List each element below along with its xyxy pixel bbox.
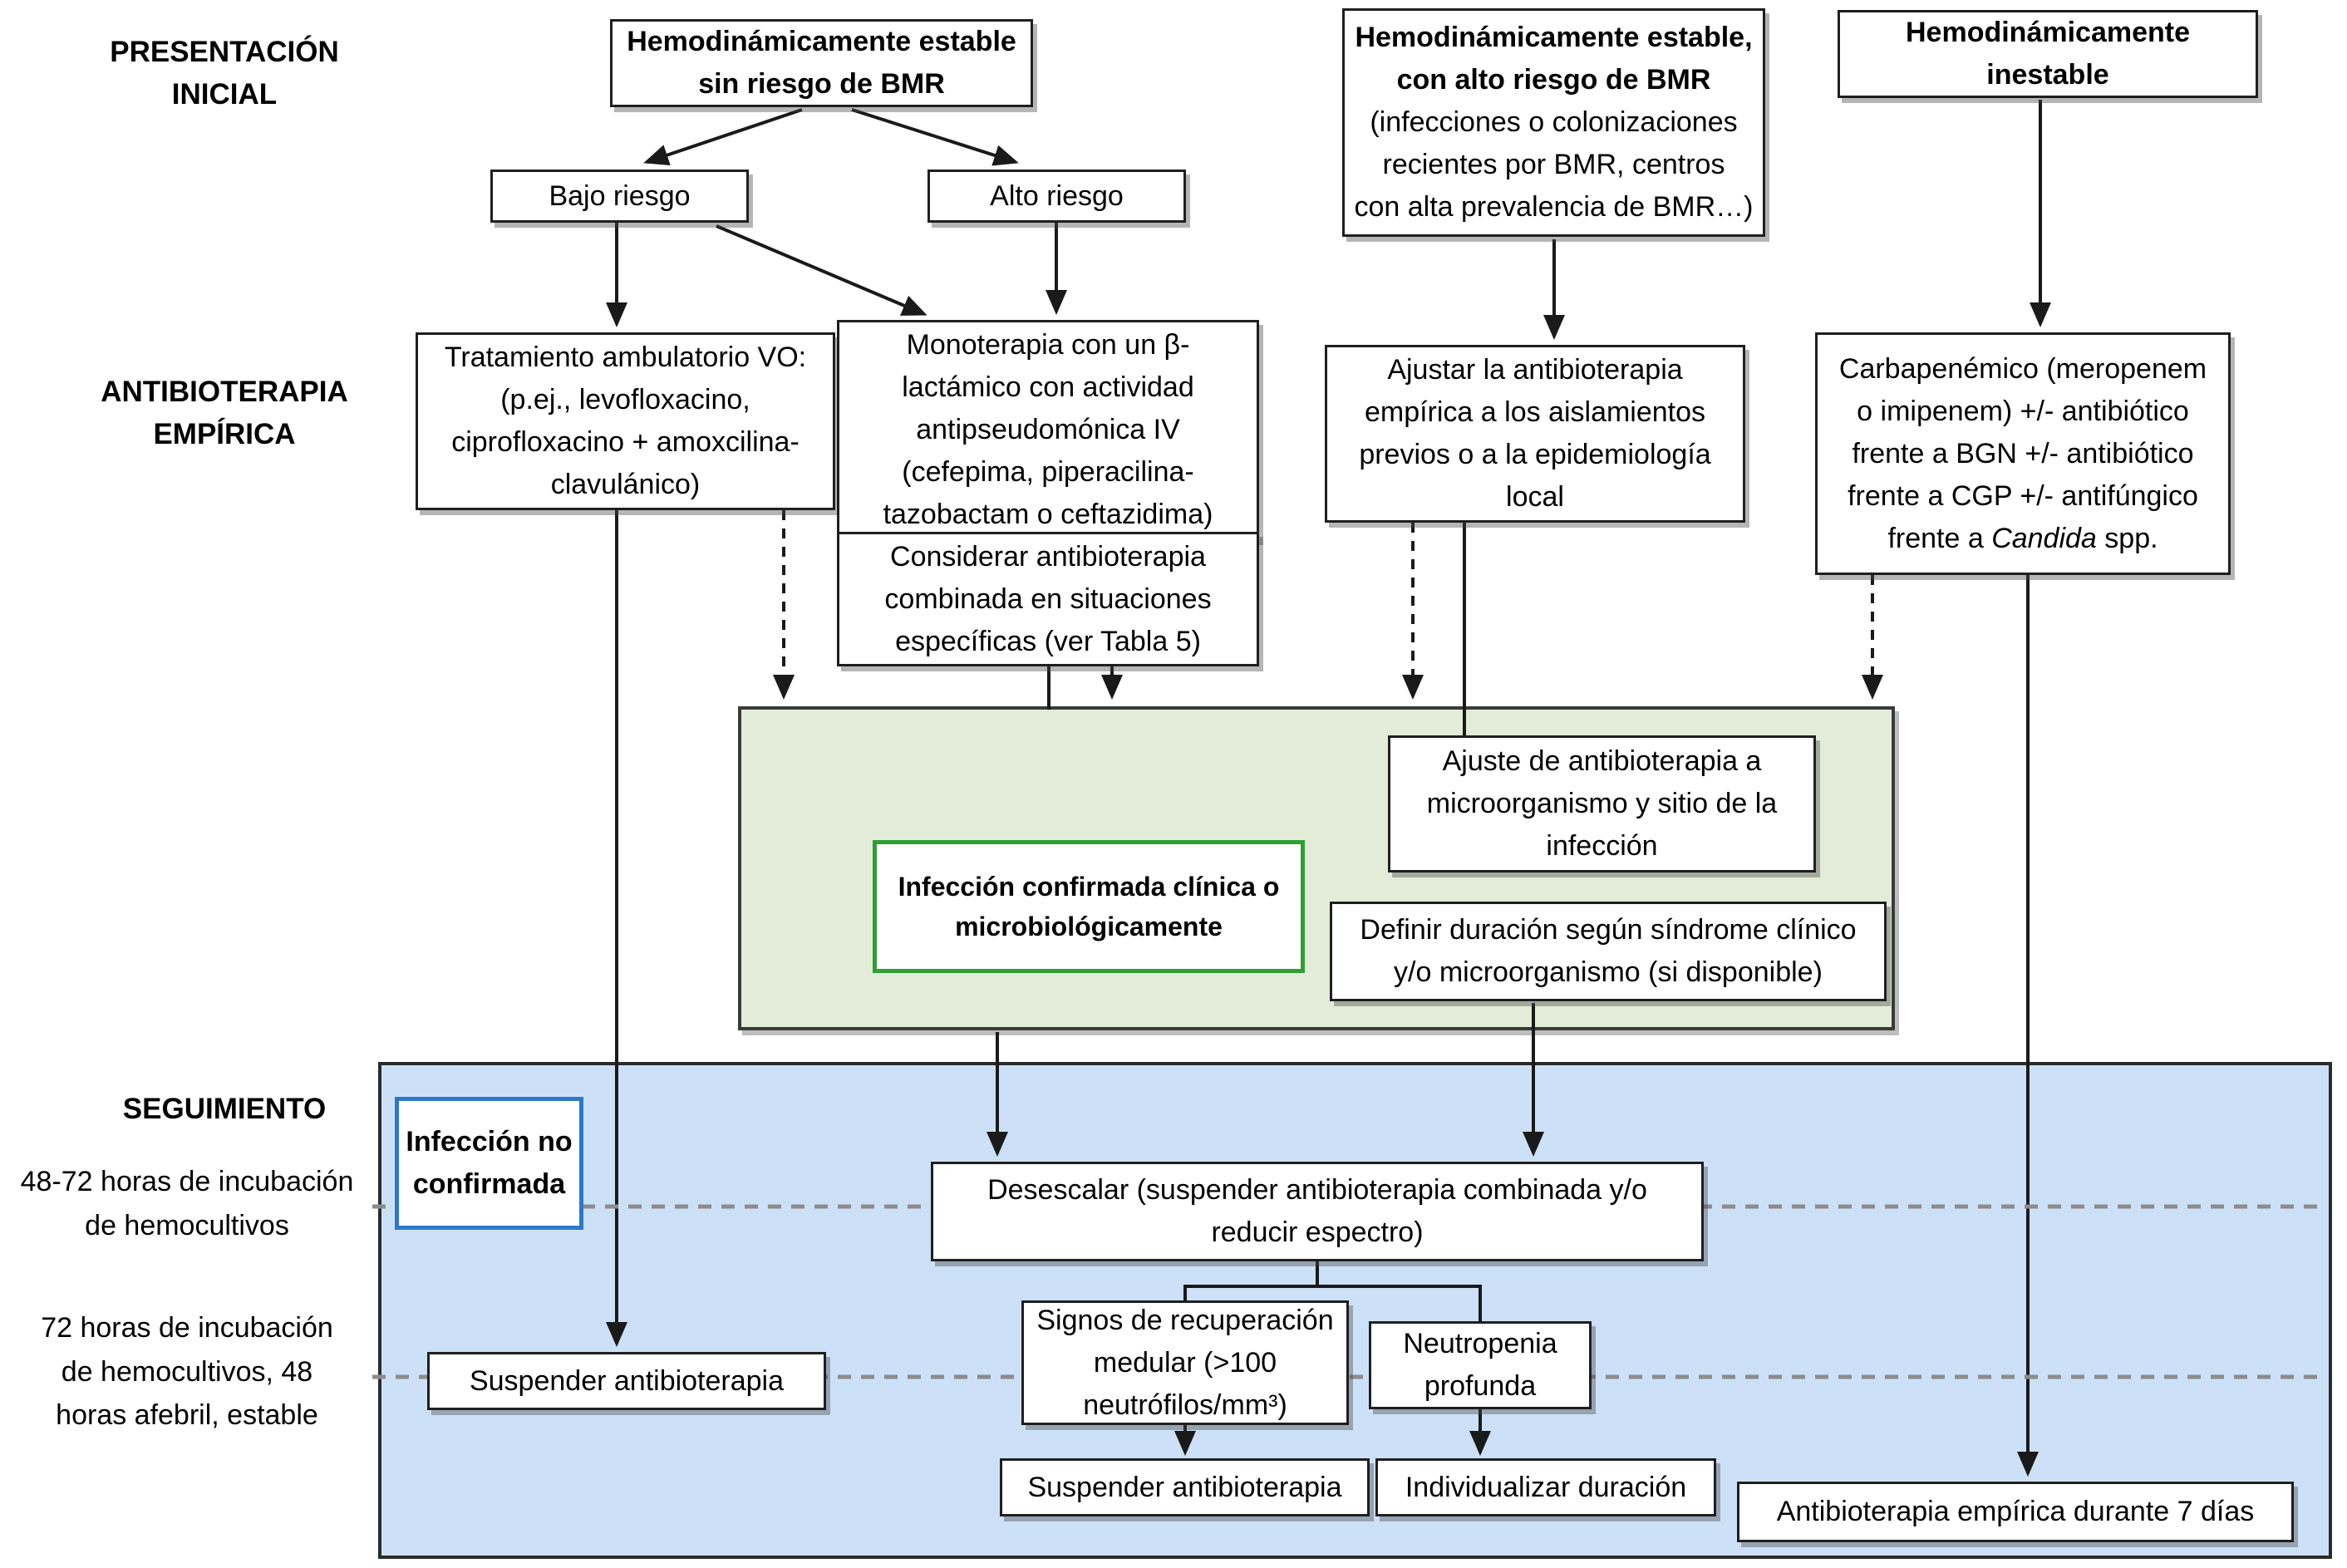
box-infeccion-no-confirmada: Infección no confirmada <box>395 1097 583 1230</box>
carbapenemico-suffix: spp. <box>2096 522 2158 554</box>
box-bajo-riesgo: Bajo riesgo <box>490 170 749 223</box>
arrow-estable-to-alto <box>851 108 1019 166</box>
box-estable-sin-riesgo-bmr: Hemodinámicamente estable sin riesgo de … <box>610 19 1033 107</box>
box-monoterapia-betalactamico: Monoterapia con un β- lactámico con acti… <box>837 320 1259 540</box>
box-estable-alto-riesgo-bmr: Hemodinámicamente estable, con alto ries… <box>1342 8 1765 237</box>
box-estable-alto-riesgo-title: Hemodinámicamente estable, con alto ries… <box>1355 22 1753 96</box>
box-hemodinamicamente-inestable: Hemodinámicamente inestable <box>1838 10 2258 98</box>
label-seguimiento: SEGUIMIENTO <box>122 1093 327 1125</box>
arrow-bajo-to-monoterapia <box>716 224 927 316</box>
box-carbapenemico-text: Carbapenémico (meropenem o imipenem) +/-… <box>1839 348 2207 560</box>
box-signos-recuperacion: Signos de recuperación medular (>100 neu… <box>1021 1300 1349 1425</box>
box-suspender-antibioterapia-centro: Suspender antibioterapia <box>1000 1458 1370 1516</box>
label-incubacion-48-72: 48-72 horas de incubación de hemocultivo… <box>20 1166 354 1241</box>
label-antibioterapia-empirica: ANTIBIOTERAPIA EMPÍRICA <box>101 376 348 450</box>
box-carbapenemico: Carbapenémico (meropenem o imipenem) +/-… <box>1815 332 2231 575</box>
box-individualizar-duracion: Individualizar duración <box>1375 1458 1716 1516</box>
box-definir-duracion: Definir duración según síndrome clínico … <box>1330 902 1887 1001</box>
box-infeccion-confirmada: Infección confirmada clínica o microbiol… <box>873 840 1305 973</box>
box-desescalar: Desescalar (suspender antibioterapia com… <box>931 1162 1704 1261</box>
box-suspender-antibioterapia-izquierda: Suspender antibioterapia <box>427 1352 826 1410</box>
box-tratamiento-ambulatorio: Tratamiento ambulatorio VO: (p.ej., levo… <box>416 332 835 510</box>
box-empirica-7-dias: Antibioterapia empírica durante 7 días <box>1737 1482 2294 1542</box>
box-ajustar-empirica: Ajustar la antibioterapia empírica a los… <box>1325 345 1745 523</box>
carbapenemico-prefix: Carbapenémico (meropenem o imipenem) +/-… <box>1838 352 2207 554</box>
label-incubacion-72: 72 horas de incubación de hemocultivos, … <box>41 1312 333 1432</box>
box-ajuste-microorganismo: Ajuste de antibioterapia a microorganism… <box>1388 735 1816 872</box>
arrow-estable-to-bajo <box>643 108 803 166</box>
carbapenemico-candida: Candida <box>1991 522 2097 554</box>
box-neutropenia-profunda: Neutropenia profunda <box>1369 1321 1592 1409</box>
label-presentacion-inicial: PRESENTACIÓN INICIAL <box>110 36 339 111</box>
box-alto-riesgo: Alto riesgo <box>927 170 1186 223</box>
box-estable-alto-riesgo-detail: (infecciones o colonizaciones recientes … <box>1354 106 1754 223</box>
box-considerar-combinada: Considerar antibioterapia combinada en s… <box>837 532 1259 666</box>
